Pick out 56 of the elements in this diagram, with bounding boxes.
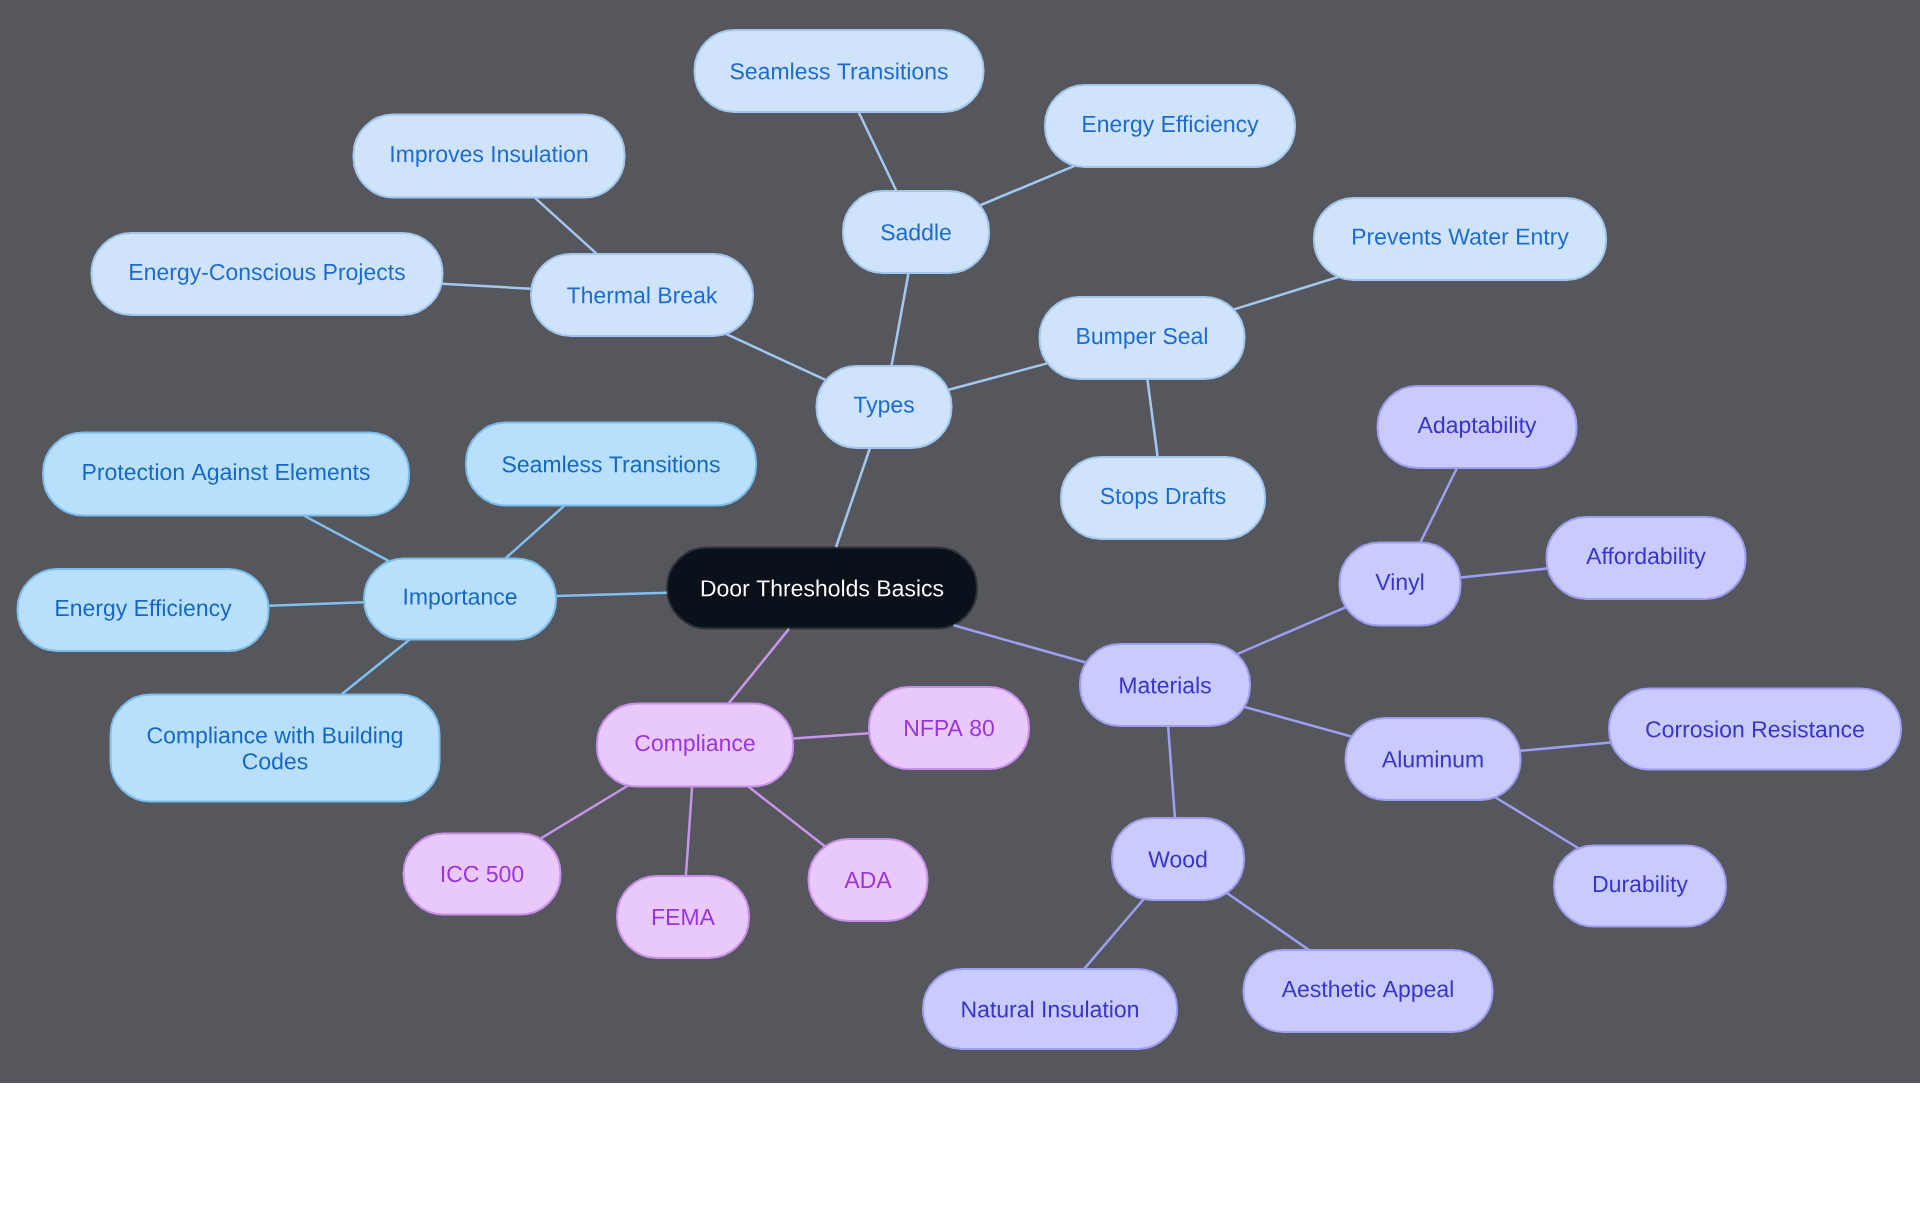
connector-line	[793, 732, 869, 740]
subtopic-pill: Stops Drafts	[1060, 456, 1266, 540]
connector-line	[857, 111, 898, 192]
subtopic-pill: Bumper Seal	[1038, 296, 1246, 380]
connector-line	[556, 591, 667, 598]
connector-line	[1419, 467, 1458, 543]
connector-line	[1460, 567, 1548, 579]
connector-line	[540, 784, 629, 840]
connector-line	[1226, 892, 1310, 951]
connector-line	[534, 196, 598, 255]
connector-line	[1166, 726, 1177, 818]
subtopic-pill: Thermal Break	[530, 253, 754, 337]
connector-line	[268, 601, 364, 607]
connector-line	[948, 362, 1048, 391]
connector-line	[340, 638, 411, 696]
subtopic-pill: Energy Efficiency	[16, 568, 270, 652]
subtopic-pill: ADA	[807, 838, 929, 922]
connector-line	[441, 282, 531, 290]
connector-line	[725, 332, 827, 382]
subtopic-pill: Compliance with Building Codes	[109, 693, 441, 803]
connector-line	[1233, 275, 1339, 311]
subtopic-pill: Durability	[1553, 844, 1727, 928]
topic-pill: Importance	[363, 557, 557, 641]
subtopic-pill: Seamless Transitions	[465, 421, 757, 507]
subtopic-pill: Seamless Transitions	[693, 29, 985, 113]
connector-line	[979, 164, 1075, 207]
subtopic-pill: Energy-Conscious Projects	[90, 232, 444, 316]
subtopic-pill: Affordability	[1545, 516, 1747, 600]
subtopic-pill: Adaptability	[1376, 385, 1578, 469]
connector-line	[1146, 379, 1159, 457]
subtopic-pill: Natural Insulation	[922, 968, 1178, 1050]
connector-line	[684, 786, 694, 876]
topic-pill: Compliance	[596, 702, 794, 788]
subtopic-pill: Protection Against Elements	[42, 431, 410, 517]
connector-line	[890, 273, 910, 366]
connector-line	[504, 504, 566, 560]
subtopic-pill: Aesthetic Appeal	[1242, 949, 1494, 1033]
subtopic-pill: Prevents Water Entry	[1313, 197, 1607, 281]
subtopic-pill: Vinyl	[1338, 541, 1462, 627]
topic-pill: Materials	[1079, 643, 1251, 727]
central-topic-pill: Door Thresholds Basics	[666, 546, 978, 630]
connector-line	[1236, 606, 1346, 656]
connector-line	[834, 448, 871, 548]
connector-line	[727, 628, 790, 704]
subtopic-pill: Energy Efficiency	[1044, 84, 1296, 168]
subtopic-pill: Corrosion Resistance	[1608, 687, 1902, 771]
connector-line	[1494, 796, 1580, 850]
subtopic-pill: Aluminum	[1344, 717, 1522, 801]
connector-line	[303, 514, 390, 563]
subtopic-pill: NFPA 80	[868, 686, 1030, 770]
connector-line	[1520, 741, 1611, 753]
connector-line	[1244, 705, 1352, 738]
connector-line	[953, 624, 1086, 664]
subtopic-pill: Improves Insulation	[352, 113, 626, 199]
connector-line	[1083, 898, 1145, 970]
connector-line	[747, 785, 826, 848]
